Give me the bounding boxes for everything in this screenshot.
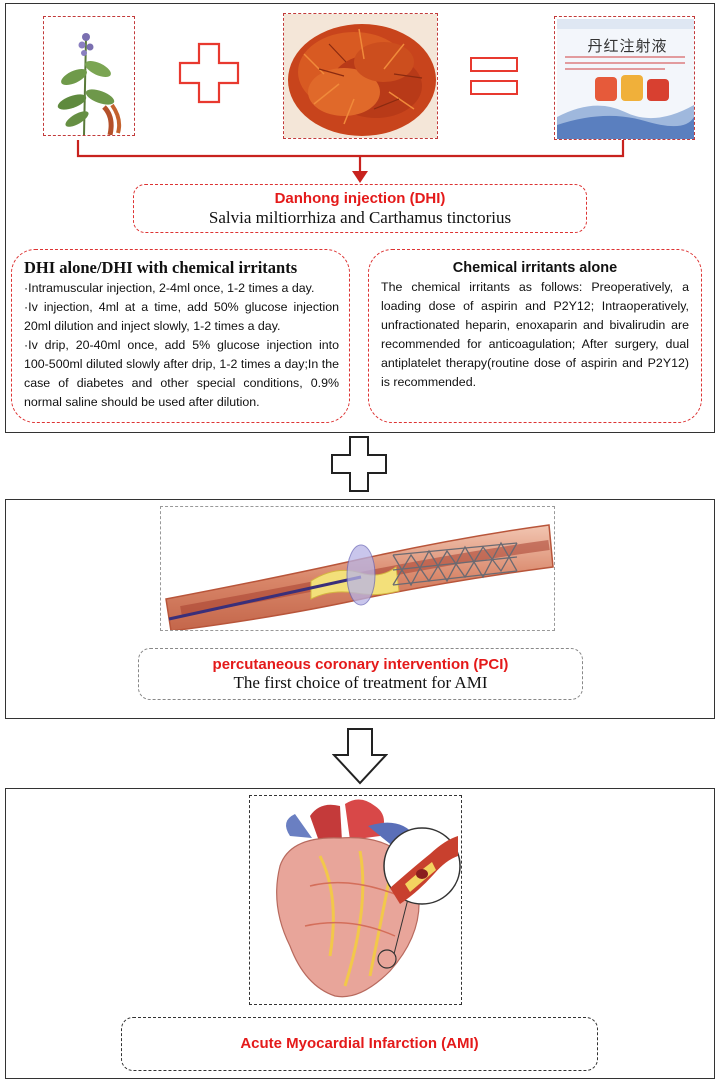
artery-stent-illustration bbox=[165, 524, 554, 630]
dhi-alone-text: ·Intramuscular injection, 2-4ml once, 1-… bbox=[24, 279, 339, 412]
chemical-text: The chemical irritants as follows: Preop… bbox=[381, 278, 689, 392]
safflower-illustration bbox=[284, 14, 437, 138]
dhi-alone-title: DHI alone/DHI with chemical irritants bbox=[24, 258, 298, 277]
dhi-alone-box: DHI alone/DHI with chemical irritants ·I… bbox=[11, 249, 350, 423]
safflower-image bbox=[283, 13, 438, 139]
equals-icon bbox=[470, 57, 518, 95]
salvia-plant-illustration bbox=[57, 33, 122, 135]
salvia-image bbox=[43, 16, 135, 136]
plus-outline-icon bbox=[331, 436, 387, 492]
merge-connector bbox=[76, 140, 625, 183]
dosage-line: ·Intramuscular injection, 2-4ml once, 1-… bbox=[24, 281, 315, 295]
heart-illustration bbox=[276, 799, 461, 998]
dhi-subtitle: Salvia miltiorrhiza and Carthamus tincto… bbox=[208, 208, 512, 227]
pci-artery-image bbox=[160, 506, 555, 631]
down-arrow-icon bbox=[332, 728, 388, 785]
ami-title: Acute Myocardial Infarction (AMI) bbox=[240, 1035, 479, 1052]
plus-icon bbox=[178, 42, 240, 104]
pci-box: percutaneous coronary intervention (PCI)… bbox=[138, 648, 583, 700]
danhong-product-image: 丹红注射液 bbox=[554, 16, 695, 140]
pci-title: percutaneous coronary intervention (PCI) bbox=[212, 656, 509, 673]
chemical-title: Chemical irritants alone bbox=[452, 260, 618, 276]
product-box-illustration bbox=[557, 19, 694, 139]
dhi-box: Danhong injection (DHI) Salvia miltiorrh… bbox=[133, 184, 587, 233]
dhi-title: Danhong injection (DHI) bbox=[274, 190, 446, 207]
chemical-description: The chemical irritants as follows: Preop… bbox=[381, 280, 689, 389]
heart-image bbox=[249, 795, 462, 1005]
dosage-line: ·Iv injection, 4ml at a time, add 50% gl… bbox=[24, 300, 339, 333]
dosage-line: ·Iv drip, 20-40ml once, add 5% glucose i… bbox=[24, 338, 339, 409]
pci-subtitle: The first choice of treatment for AMI bbox=[233, 673, 488, 692]
ami-box: Acute Myocardial Infarction (AMI) bbox=[121, 1017, 598, 1071]
chemical-irritants-box: Chemical irritants alone The chemical ir… bbox=[368, 249, 702, 423]
product-label: 丹红注射液 bbox=[587, 37, 668, 55]
